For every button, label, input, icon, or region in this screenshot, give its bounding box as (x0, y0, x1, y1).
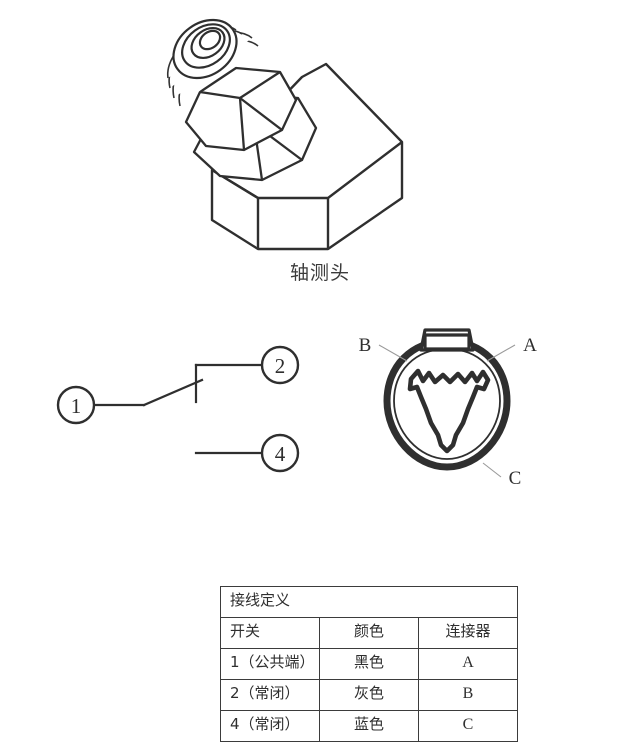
table-row: 2（常闭） 灰色 B (220, 679, 518, 711)
schematic-wires (92, 363, 264, 455)
schematic-terminal-4: 4 (260, 433, 300, 473)
row-1-color: 灰色 (319, 679, 419, 711)
row-2-switch: 4（常闭） (220, 710, 320, 742)
row-0-switch: 1（公共端） (220, 648, 320, 680)
sensor-caption: 轴测头 (289, 262, 350, 284)
table-header-row: 开关 颜色 连接器 (220, 617, 518, 649)
wiring-definition-table: 接线定义 开关 颜色 连接器 1（公共端） 黑色 A 2（常闭） 灰色 B 4（… (220, 586, 518, 742)
row-0-color: 黑色 (319, 648, 419, 680)
switch-schematic: 1 2 4 (50, 340, 320, 490)
terminal-2-label: 2 (275, 354, 286, 378)
row-1-switch: 2（常闭） (220, 679, 320, 711)
connector-view: B A C (355, 305, 540, 500)
row-2-connector: C (418, 710, 518, 742)
terminal-1-label: 1 (71, 394, 82, 418)
header-switch: 开关 (220, 617, 320, 649)
header-connector: 连接器 (418, 617, 518, 649)
header-color: 颜色 (319, 617, 419, 649)
table-title: 接线定义 (220, 586, 518, 618)
table-row: 1（公共端） 黑色 A (220, 648, 518, 680)
connector-leader-lines (378, 344, 516, 478)
row-0-connector: A (418, 648, 518, 680)
row-1-connector: B (418, 679, 518, 711)
terminal-4-label: 4 (275, 442, 286, 466)
connector-pin-c-label: C (509, 468, 522, 489)
connector-pin-b-label: B (359, 335, 372, 356)
schematic-terminal-1: 1 (56, 385, 96, 425)
pressure-switch-sensor-icon (167, 18, 404, 251)
table-title-row: 接线定义 (220, 586, 518, 618)
connector-pin-a-label: A (523, 335, 537, 356)
connector-face-view-icon: B A C (359, 328, 537, 489)
schematic-terminal-2: 2 (260, 345, 300, 385)
table-row: 4（常闭） 蓝色 C (220, 710, 518, 742)
row-2-color: 蓝色 (319, 710, 419, 742)
sensor-illustration (150, 2, 440, 257)
